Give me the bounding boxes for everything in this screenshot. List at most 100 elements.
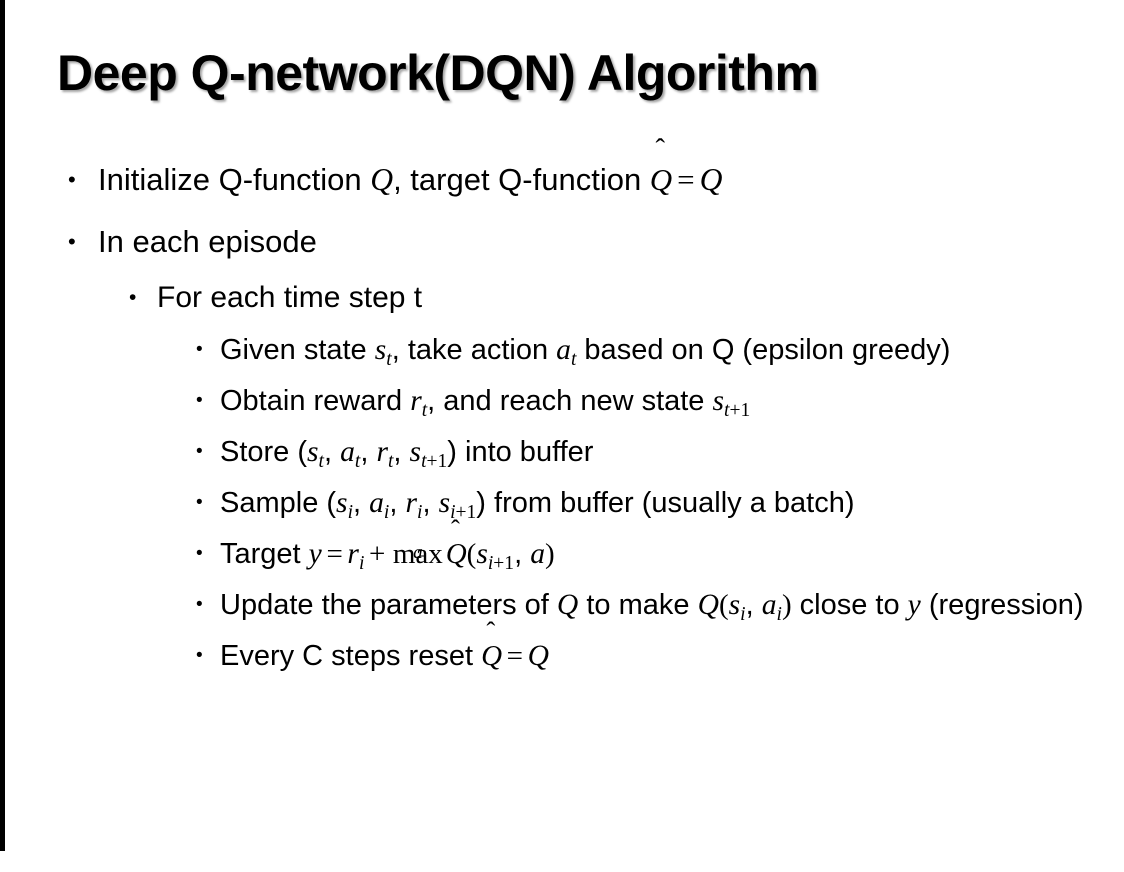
math-variable-subscripted: st	[374, 334, 392, 370]
math-variable-subscripted: st	[307, 436, 324, 472]
math-variable-subscripted: st+1	[409, 436, 448, 472]
text-run: ) from buffer (usually a batch)	[476, 487, 855, 519]
text-run: , take action	[391, 334, 557, 366]
math-variable-subscripted: at	[340, 436, 361, 472]
bullet-text: In each episode	[98, 212, 1094, 272]
subscript: i	[776, 603, 782, 625]
text-run: Initialize Q-function	[98, 162, 371, 197]
text-run: based on Q (epsilon greedy)	[576, 334, 951, 366]
math-variable-subscripted: si+1	[476, 538, 515, 574]
text-run: close to	[791, 589, 908, 621]
math-variable-subscripted: at	[556, 334, 577, 370]
bullet-marker-icon: •	[129, 286, 137, 309]
bullet-text: Store (st, at, rt, st+1) into buffer	[220, 427, 1098, 477]
text-run: Sample (	[220, 487, 337, 519]
text-run: ,	[514, 538, 531, 570]
text-run: For each time step t	[157, 281, 423, 314]
math-variable-subscripted: si	[728, 589, 746, 625]
subscript: i	[417, 501, 423, 523]
math-variable-subscripted: rt	[410, 385, 428, 421]
bullet-marker-icon: •	[196, 339, 203, 360]
math-paren: )	[544, 538, 555, 570]
math-variable: Q	[697, 589, 719, 621]
bullet-item-in-each-episode: •In each episode	[0, 212, 1124, 272]
subscript: i	[358, 552, 365, 574]
bullet-marker-icon: •	[196, 594, 203, 615]
text-run: ,	[353, 487, 370, 519]
math-operator: =	[677, 162, 695, 197]
math-paren: (	[466, 538, 477, 570]
bullet-marker-icon: •	[196, 543, 203, 564]
math-variable: a	[530, 538, 545, 570]
subscript: i	[740, 603, 746, 625]
max-underscript: a	[413, 542, 423, 564]
text-run: ,	[745, 589, 762, 621]
text-run: Store (	[220, 436, 308, 468]
subscript: i	[383, 501, 390, 523]
text-run: Given state	[220, 334, 375, 366]
bullet-list: •Initialize Q-function Q, target Q-funct…	[0, 133, 1124, 681]
subscript: t	[318, 450, 324, 472]
bullet-marker-icon: •	[196, 441, 203, 462]
math-paren: )	[781, 589, 792, 621]
math-variable-subscripted: ai	[369, 487, 390, 523]
subscript: t+1	[421, 450, 448, 472]
bullet-marker-icon: •	[68, 167, 76, 192]
bullet-text: Given state st, take action at based on …	[220, 325, 1098, 375]
bullet-item-initialize-q-function: • Initialize Q-function Q, target Q-funct…	[0, 133, 1124, 210]
math-paren: (	[718, 589, 729, 621]
math-variable-subscripted: ri	[347, 538, 365, 574]
bullet-marker-icon: •	[196, 390, 203, 411]
subscript: t	[387, 450, 394, 472]
subscript: t	[421, 399, 428, 421]
math-operator: +	[369, 538, 386, 570]
math-operator: =	[326, 538, 343, 570]
math-variable-subscripted: ai	[761, 589, 782, 625]
subscript: i	[347, 501, 353, 523]
bullet-item-for-each-time-step: • For each time step t	[0, 272, 1124, 324]
math-variable-subscripted: si	[336, 487, 353, 523]
math-variable: Q	[370, 162, 394, 197]
text-run: Update the parameters of	[220, 589, 557, 621]
bullet-item-given-state-take-action: • Given state st, take action at based on…	[0, 325, 1124, 375]
math-operator: =	[506, 640, 524, 672]
bullet-text: For each time step t	[157, 272, 1094, 324]
bullet-text: Update the parameters of Q to make Q(si,…	[220, 580, 1098, 630]
bullet-text: Sample (si, ai, ri, si+1) from buffer (u…	[220, 478, 1098, 528]
text-run: ,	[360, 436, 377, 468]
text-run: , target Q-function	[393, 162, 650, 197]
bullet-marker-icon: •	[196, 492, 203, 513]
math-variable: y	[907, 589, 921, 621]
subscript: t	[386, 348, 392, 370]
text-run: , and reach new state	[427, 385, 713, 417]
text-run: ) into buffer	[447, 436, 594, 468]
text-run: In each episode	[98, 224, 317, 259]
text-run: (regression)	[920, 589, 1084, 621]
text-run: to make	[578, 589, 698, 621]
bullet-item-update-parameters: • Update the parameters of Q to make Q(si…	[0, 580, 1124, 630]
text-run: Obtain reward	[220, 385, 411, 417]
text-run: ,	[422, 487, 439, 519]
bullet-text: Initialize Q-function Q, target Q-functi…	[98, 133, 1094, 210]
subscript: i+1	[450, 501, 477, 523]
subscript: t	[354, 450, 361, 472]
math-variable-subscripted: si+1	[438, 487, 477, 523]
subscript: i+1	[487, 552, 515, 574]
math-variable: y	[308, 538, 322, 570]
bullet-item-obtain-reward-reach-new-state: • Obtain reward rt, and reach new state s…	[0, 376, 1124, 426]
subscript: t	[570, 348, 577, 370]
text-run: ,	[389, 487, 406, 519]
math-variable-subscripted: rt	[376, 436, 394, 472]
bullet-text: Obtain reward rt, and reach new state st…	[220, 376, 1098, 426]
left-accent-bar	[0, 0, 5, 851]
text-run: ,	[393, 436, 410, 468]
